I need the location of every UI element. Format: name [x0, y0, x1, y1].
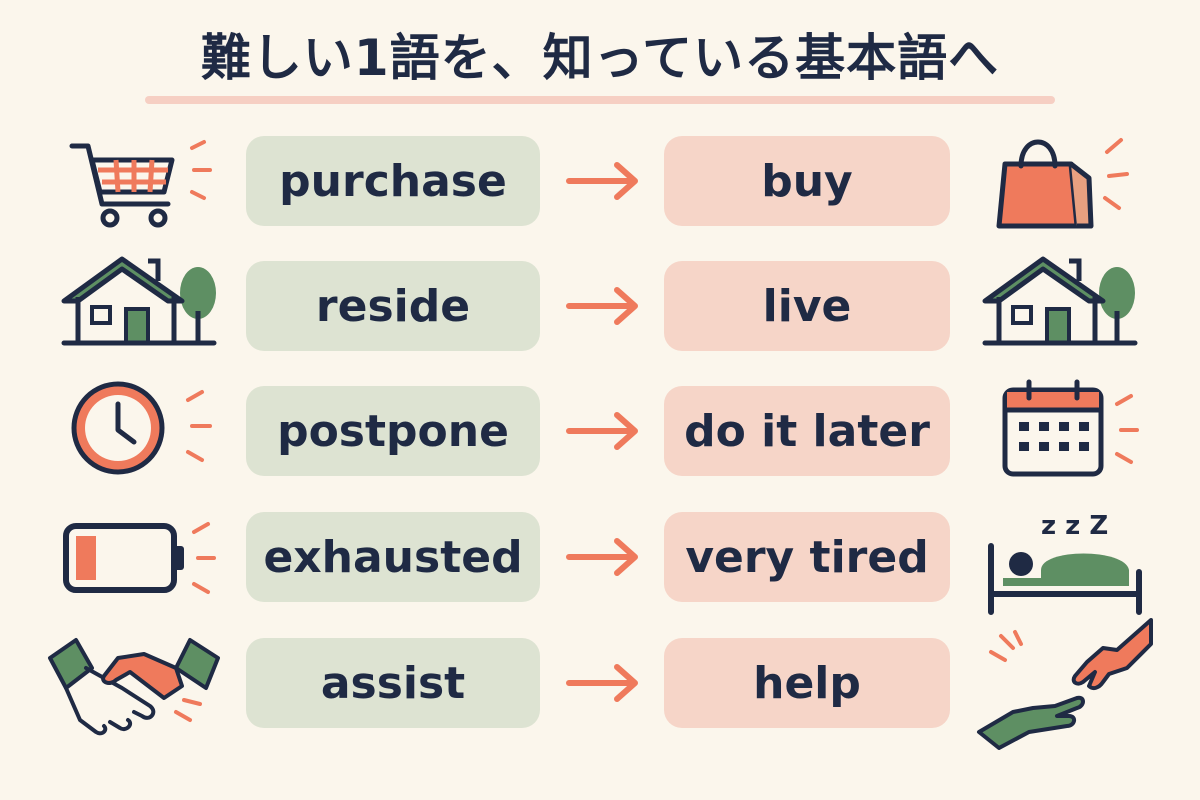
hard-word-pill: reside	[246, 261, 540, 351]
arrow-right-icon	[565, 161, 641, 201]
word-row-4: exhausted very tired z z Z	[0, 511, 1200, 615]
calendar-icon	[985, 376, 1145, 488]
sleeping-person-icon: z z Z	[985, 502, 1145, 615]
house-icon	[982, 251, 1145, 363]
easy-word-pill: live	[664, 261, 950, 351]
hard-word-pill: purchase	[246, 136, 540, 226]
arrow-right-icon	[565, 537, 641, 577]
easy-word-pill: help	[664, 638, 950, 728]
word-row-2: reside live	[0, 256, 1200, 353]
arrow-right-icon	[565, 286, 641, 326]
hard-word-pill: postpone	[246, 386, 540, 476]
handshake-icon	[48, 628, 220, 740]
hard-word-pill: assist	[246, 638, 540, 728]
shopping-bag-icon	[985, 126, 1145, 238]
word-row-3: postpone do it later	[0, 379, 1200, 478]
helping-hands-icon	[977, 618, 1153, 750]
word-row-1: purchase buy	[0, 136, 1200, 229]
word-row-5: assist help	[0, 618, 1200, 750]
arrow-right-icon	[565, 411, 641, 451]
easy-word-pill: buy	[664, 136, 950, 226]
house-icon	[58, 251, 218, 363]
hard-word-pill: exhausted	[246, 512, 540, 602]
title-underline	[145, 96, 1055, 104]
arrow-right-icon	[565, 663, 641, 703]
clock-icon	[58, 376, 218, 488]
page-title: 難しい1語を、知っている基本語へ	[200, 29, 1000, 87]
easy-word-pill: do it later	[664, 386, 950, 476]
easy-word-pill: very tired	[664, 512, 950, 602]
low-battery-icon	[58, 502, 218, 614]
shopping-cart-icon	[58, 126, 218, 238]
sleep-text: z z Z	[1041, 511, 1108, 541]
